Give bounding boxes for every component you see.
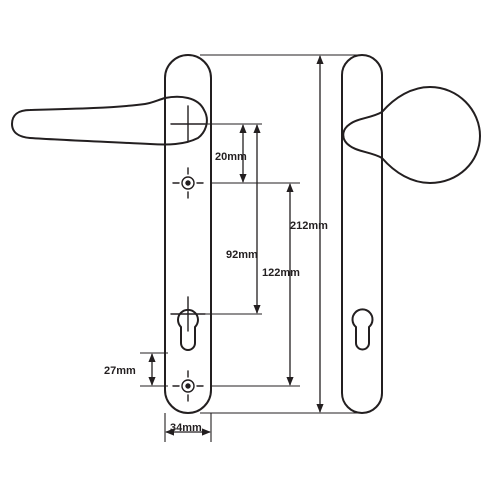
label-screw-to-screw: 122mm xyxy=(262,267,300,279)
label-screw-to-cylinder: 92mm xyxy=(226,249,258,261)
right-backplate xyxy=(341,54,383,414)
label-handle-top-to-screw: 20mm xyxy=(215,151,247,163)
door-knob xyxy=(342,86,481,184)
bottom-screw-hole xyxy=(181,379,195,393)
label-plate-width: 34mm xyxy=(170,422,202,434)
label-plate-height: 212mm xyxy=(290,220,328,232)
left-backplate xyxy=(164,54,212,414)
lever-handle xyxy=(11,95,208,146)
top-screw-hole xyxy=(181,176,195,190)
right-cylinder-keyhole xyxy=(351,308,374,351)
label-cylinder-to-bottom-screw: 27mm xyxy=(104,365,136,377)
left-cylinder-keyhole xyxy=(177,308,199,351)
